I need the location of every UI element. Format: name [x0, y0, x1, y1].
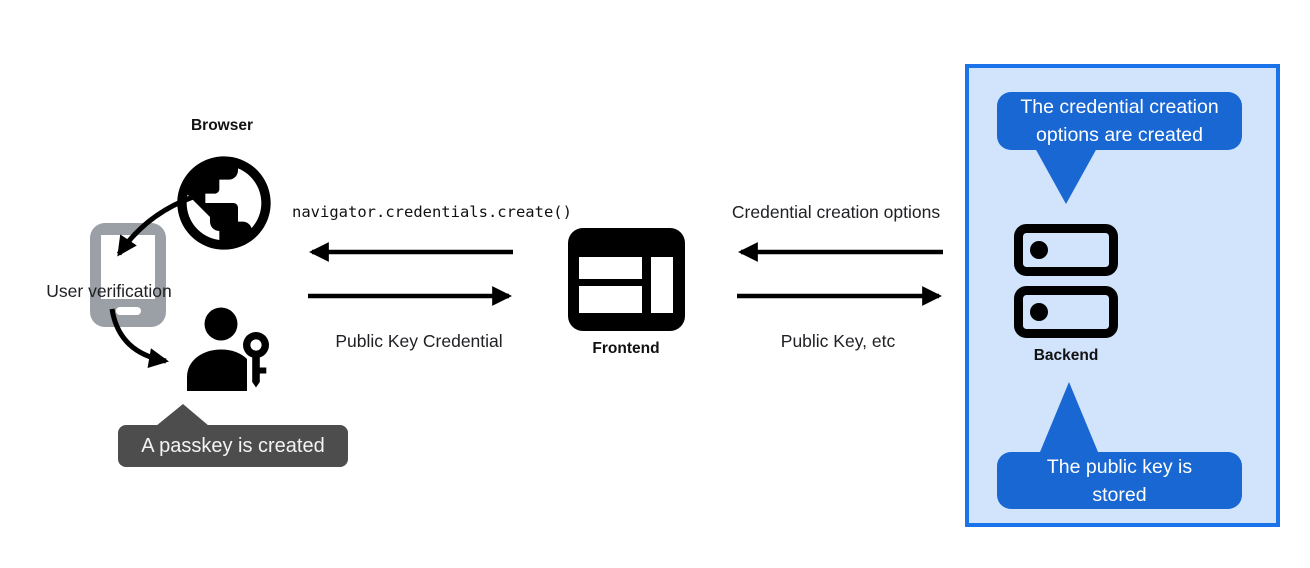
server-stack-icon: [1014, 224, 1118, 338]
backend-node-label: Backend: [1033, 347, 1099, 364]
browser-window-icon: [568, 228, 685, 331]
browser-node-label: Browser: [190, 117, 254, 134]
person-key-icon: [187, 307, 269, 391]
user-verification-label: User verification: [46, 281, 172, 301]
smartphone-icon: [90, 223, 166, 327]
public-key-credential-label: Public Key Credential: [335, 331, 503, 351]
frontend-node-label: Frontend: [592, 340, 660, 357]
passkey-created-text: A passkey is created: [141, 435, 325, 457]
passkey-created-tooltip: A passkey is created: [118, 404, 348, 467]
navigator-create-label: navigator.credentials.create(): [292, 203, 572, 221]
credential-creation-options-label: Credential creation options: [731, 202, 941, 222]
credential-options-tooltip: The credential creation options are crea…: [997, 92, 1242, 150]
public-key-etc-label: Public Key, etc: [780, 331, 896, 351]
tooltip-caret-up: [156, 404, 209, 426]
globe-icon: [177, 156, 271, 250]
public-key-stored-tooltip: The public key is stored: [997, 452, 1242, 509]
credential-options-text: The credential creation options are crea…: [1020, 96, 1219, 146]
public-key-stored-text: The public key is stored: [1046, 456, 1193, 506]
backend-panel: The credential creation options are crea…: [965, 64, 1280, 527]
tooltip-caret-down: [1035, 148, 1097, 204]
tooltip-caret-up-blue: [1040, 382, 1098, 452]
